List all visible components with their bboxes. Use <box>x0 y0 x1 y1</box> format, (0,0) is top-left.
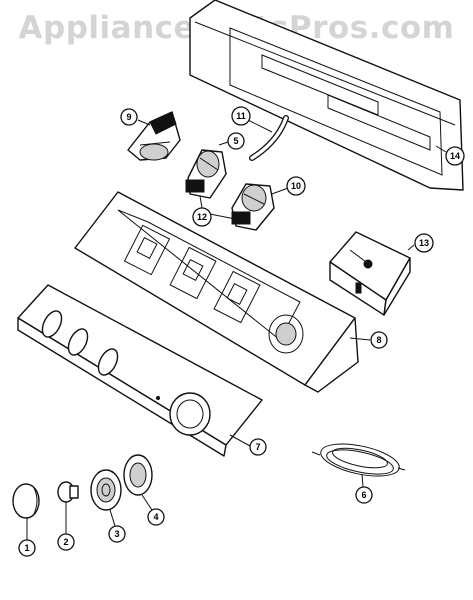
callout-11: 11 <box>231 106 251 126</box>
leader-lines <box>26 119 447 540</box>
part-2-knob <box>57 481 79 503</box>
callout-12-label: 12 <box>197 212 207 222</box>
part-5-switch <box>185 149 227 199</box>
callout-6: 6 <box>355 486 373 504</box>
callout-9: 9 <box>120 108 138 126</box>
callout-13-label: 13 <box>419 238 429 248</box>
callout-4-label: 4 <box>153 512 158 522</box>
callout-8-label: 8 <box>376 335 381 345</box>
callout-3: 3 <box>108 525 126 543</box>
callout-4: 4 <box>147 508 165 526</box>
part-3-bezel <box>90 469 122 511</box>
part-8-console <box>74 191 359 393</box>
part-10-switch <box>231 183 275 231</box>
callout-8: 8 <box>370 331 388 349</box>
callout-2: 2 <box>57 533 75 551</box>
callout-14-label: 14 <box>450 151 460 161</box>
part-1-knob-cap <box>12 483 40 519</box>
callout-10-label: 10 <box>291 181 301 191</box>
callout-13: 13 <box>414 233 434 253</box>
part-14-back-panel <box>189 0 464 191</box>
callout-3-label: 3 <box>114 529 119 539</box>
callout-2-label: 2 <box>63 537 68 547</box>
part-4-ring <box>123 454 153 496</box>
callout-14: 14 <box>445 146 465 166</box>
callout-5: 5 <box>227 132 245 150</box>
part-11-hose <box>249 115 289 161</box>
callout-5-label: 5 <box>233 136 238 146</box>
callout-1: 1 <box>18 539 36 557</box>
callout-7-label: 7 <box>255 442 260 452</box>
callout-10: 10 <box>286 176 306 196</box>
callout-1-label: 1 <box>24 543 29 553</box>
part-6-wire-harness <box>311 443 406 477</box>
callout-9-label: 9 <box>126 112 131 122</box>
callout-7: 7 <box>249 438 267 456</box>
callout-11-label: 11 <box>236 111 246 121</box>
part-13-timer <box>329 231 411 316</box>
callout-12: 12 <box>192 207 212 227</box>
part-7-front-panel <box>17 284 263 457</box>
part-9-switch <box>127 111 181 161</box>
callout-6-label: 6 <box>361 490 366 500</box>
